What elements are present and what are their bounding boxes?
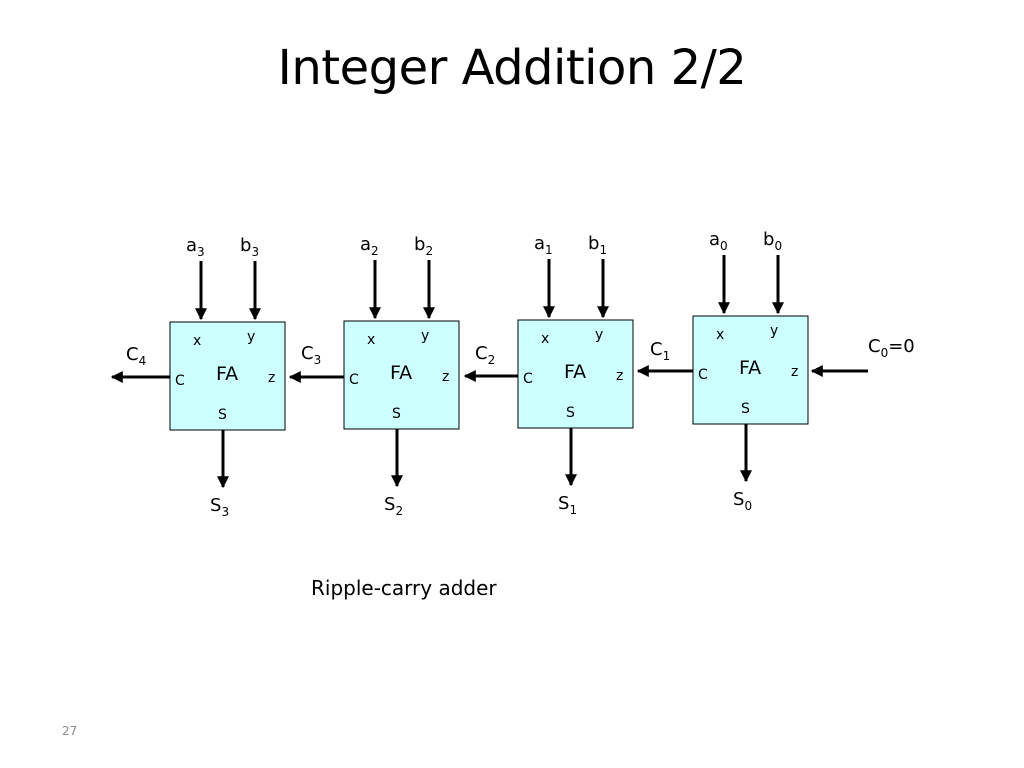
port-carry-label-2: C [523, 371, 533, 387]
input-a-label-2: a1 [534, 233, 553, 257]
diagram-caption: Ripple-carry adder [311, 576, 497, 600]
full-adder-name-0: FA [216, 363, 238, 385]
full-adder-name-2: FA [564, 361, 586, 383]
port-carry-label-3: C [698, 367, 708, 383]
port-sum-label-1: S [392, 406, 401, 422]
full-adder-block-0 [169, 321, 286, 431]
input-a-label-0: a3 [186, 235, 205, 259]
port-sum-label-0: S [218, 407, 227, 423]
full-adder-block-1 [343, 320, 460, 430]
page-number: 27 [62, 724, 78, 738]
input-a-label-1: a2 [360, 234, 379, 258]
port-z-label-2: z [616, 368, 623, 384]
full-adder-block-2 [517, 319, 634, 429]
port-carry-label-1: C [349, 372, 359, 388]
carry-label-3: C3 [301, 343, 321, 367]
sum-output-label-1: S2 [384, 494, 403, 518]
full-adder-name-1: FA [390, 362, 412, 384]
port-z-label-0: z [268, 370, 275, 386]
full-adder-block-3 [692, 315, 809, 425]
full-adder-name-3: FA [739, 357, 761, 379]
input-b-label-0: b3 [240, 235, 259, 259]
port-sum-label-2: S [566, 405, 575, 421]
port-z-label-1: z [442, 369, 449, 385]
port-x-label-2: x [541, 331, 549, 347]
port-sum-label-3: S [741, 401, 750, 417]
port-z-label-3: z [791, 364, 798, 380]
slide-title: Integer Addition 2/2 [277, 40, 747, 96]
carry-label-0: C0=0 [868, 336, 915, 360]
port-y-label-2: y [595, 327, 603, 343]
port-y-label-3: y [770, 323, 778, 339]
sum-output-label-3: S0 [733, 489, 752, 513]
input-b-label-1: b2 [414, 234, 433, 258]
port-carry-label-0: C [175, 373, 185, 389]
sum-output-label-2: S1 [558, 493, 577, 517]
input-b-label-3: b0 [763, 229, 782, 253]
carry-label-4: C4 [126, 344, 146, 368]
port-x-label-1: x [367, 332, 375, 348]
port-x-label-3: x [716, 327, 724, 343]
port-y-label-1: y [421, 328, 429, 344]
sum-output-label-0: S3 [210, 495, 229, 519]
carry-label-2: C2 [475, 343, 495, 367]
input-a-label-3: a0 [709, 229, 728, 253]
input-b-label-2: b1 [588, 233, 607, 257]
port-y-label-0: y [247, 329, 255, 345]
port-x-label-0: x [193, 333, 201, 349]
carry-label-1: C1 [650, 339, 670, 363]
